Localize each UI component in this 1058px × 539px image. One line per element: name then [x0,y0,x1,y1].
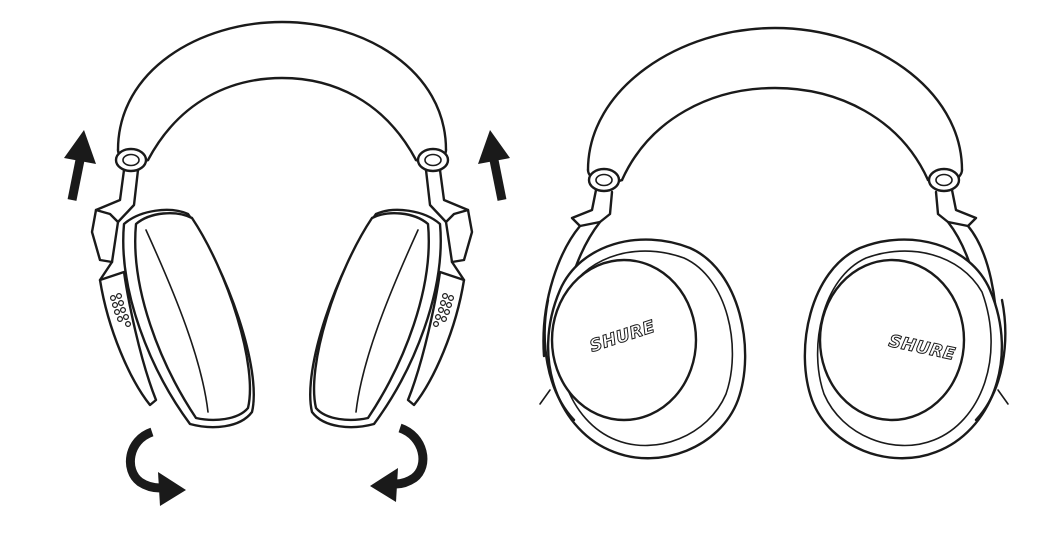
flat-left-hinge-icon [587,167,621,193]
flat-left-cup-face [550,258,698,422]
right-ear-pad [312,212,430,422]
left-headband-inner [146,76,418,162]
right-arm [438,168,474,264]
left-arm [90,168,126,264]
left-headband [116,20,448,152]
left-ear-pad [134,212,252,422]
right-headphones: SHURE SHURE [539,26,1009,460]
arrow-up-left-icon [64,130,96,201]
rotate-arrow-left-icon [126,427,186,506]
rotate-arrow-right-icon [370,423,428,502]
flat-right-cup-face [818,258,966,422]
flat-right-hinge-icon [927,167,961,193]
left-headphones [64,20,510,506]
right-mic-grille-icon [433,293,455,328]
right-hinge-icon [416,147,450,173]
left-hinge-icon [114,147,148,173]
right-headband [586,26,964,172]
left-mic-grille-icon [109,293,131,328]
arrow-up-right-icon [478,130,510,201]
